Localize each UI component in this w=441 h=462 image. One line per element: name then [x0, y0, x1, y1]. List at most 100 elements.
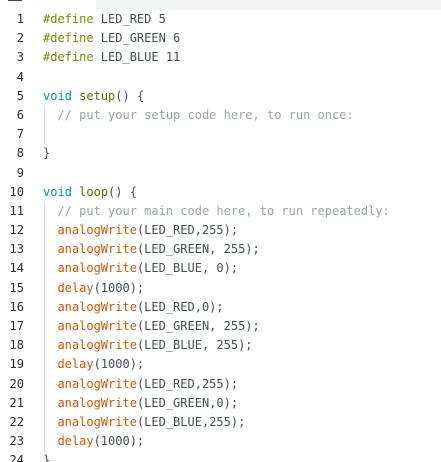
code-line[interactable]: 21 analogWrite(LED_GREEN,0); [0, 394, 441, 413]
code-text: analogWrite(LED_GREEN, 255); [43, 317, 260, 336]
line-number: 23 [9, 434, 24, 449]
code-token: analogWrite [57, 299, 137, 314]
code-line[interactable]: 9 [0, 164, 441, 183]
line-number: 14 [9, 261, 24, 276]
code-token: (LED_BLUE, 255); [136, 338, 253, 353]
code-token: delay [57, 434, 94, 449]
code-line[interactable]: 3#define LED_BLUE 11 [0, 48, 441, 67]
tab-indicator [8, 0, 22, 1]
line-number: 20 [9, 376, 24, 391]
code-token [43, 223, 57, 237]
line-number: 8 [16, 146, 24, 161]
code-line[interactable]: 6 // put your setup code here, to run on… [0, 106, 441, 125]
code-line[interactable]: 23 delay(1000); [0, 432, 441, 451]
code-token: LED_RED 5 [93, 12, 166, 26]
line-number: 4 [16, 69, 24, 84]
code-token: delay [57, 357, 94, 372]
code-text: } [43, 451, 50, 462]
code-line[interactable]: 24} [0, 451, 441, 462]
code-token: analogWrite [57, 414, 137, 429]
line-number: 22 [9, 414, 24, 429]
code-text: // put your main code here, to run repea… [43, 202, 389, 221]
line-number: 18 [9, 338, 24, 353]
code-line[interactable]: 18 analogWrite(LED_BLUE, 255); [0, 336, 441, 355]
code-token: () { [108, 184, 137, 199]
line-number: 1 [16, 12, 24, 26]
line-number: 3 [16, 50, 24, 65]
code-token: analogWrite [57, 338, 137, 353]
code-token [43, 434, 57, 448]
code-token: (LED_BLUE, 0); [136, 261, 239, 276]
code-line[interactable]: 19 delay(1000); [0, 355, 441, 374]
line-number: 7 [16, 127, 24, 142]
indent-guide [44, 106, 45, 145]
code-token: (1000); [93, 280, 145, 295]
editor-tab-strip [0, 0, 441, 10]
line-number: 16 [9, 299, 24, 314]
code-line[interactable]: 17 analogWrite(LED_GREEN, 255); [0, 317, 441, 336]
line-number: 17 [9, 319, 24, 333]
line-number: 12 [9, 223, 24, 238]
indent-guide [44, 202, 45, 452]
code-line[interactable]: 7 [0, 125, 441, 144]
code-token: } [43, 453, 51, 462]
code-token: (LED_BLUE,255); [136, 414, 246, 429]
code-token: (LED_GREEN, 255); [136, 242, 260, 257]
line-number: 10 [9, 184, 24, 199]
code-line[interactable]: 13 analogWrite(LED_GREEN, 255); [0, 240, 441, 259]
code-token [43, 357, 57, 371]
code-line[interactable]: 11 // put your main code here, to run re… [0, 202, 441, 221]
line-number: 2 [16, 31, 24, 46]
line-number: 21 [9, 395, 24, 410]
code-line[interactable]: 8} [0, 144, 441, 163]
code-text: analogWrite(LED_RED,255); [43, 221, 238, 240]
code-token [43, 261, 57, 275]
line-number: 6 [16, 107, 24, 122]
code-line[interactable]: 22 analogWrite(LED_BLUE,255); [0, 413, 441, 432]
code-token: (1000); [93, 434, 145, 449]
code-token: void [43, 88, 72, 103]
code-line[interactable]: 15 delay(1000); [0, 279, 441, 298]
code-line[interactable]: 20 analogWrite(LED_RED,255); [0, 375, 441, 394]
code-text: #define LED_GREEN 6 [43, 29, 180, 48]
code-line[interactable]: 14 analogWrite(LED_BLUE, 0); [0, 259, 441, 278]
code-line[interactable]: 2 #define LED_GREEN 6 [0, 29, 441, 48]
code-text: analogWrite(LED_BLUE, 255); [43, 336, 253, 355]
code-token [43, 338, 57, 352]
line-number: 15 [9, 280, 24, 295]
code-token: #define [43, 31, 94, 46]
code-line[interactable]: 4 [0, 68, 441, 87]
code-token: setup [79, 88, 116, 103]
code-token [43, 415, 57, 429]
code-text: #define LED_RED 5 [43, 10, 166, 29]
code-token: analogWrite [57, 376, 137, 391]
code-token: #define [43, 12, 94, 26]
line-number: 9 [16, 165, 24, 180]
code-line[interactable]: 1 #define LED_RED 5 [0, 10, 441, 29]
code-token [43, 281, 57, 295]
code-line[interactable]: 12 analogWrite(LED_RED,255); [0, 221, 441, 240]
code-token: (LED_GREEN, 255); [136, 319, 260, 333]
code-token: analogWrite [57, 319, 137, 333]
line-number: 24 [9, 453, 24, 462]
code-text: void setup() { [43, 87, 144, 106]
code-token: analogWrite [57, 395, 137, 410]
code-token: loop [79, 184, 109, 199]
code-token: (LED_GREEN,0); [136, 395, 239, 410]
code-token: (LED_RED,255); [136, 376, 239, 391]
code-line[interactable]: 16 analogWrite(LED_RED,0); [0, 298, 441, 317]
code-token: () { [115, 88, 145, 103]
code-text: delay(1000); [43, 355, 144, 374]
code-token: (LED_RED,0); [136, 299, 224, 314]
code-text: analogWrite(LED_BLUE, 0); [43, 259, 238, 278]
code-token: LED_BLUE 11 [93, 50, 181, 65]
code-token [43, 300, 57, 314]
code-token [43, 396, 57, 410]
line-number: 13 [9, 242, 24, 257]
code-token: } [43, 146, 51, 161]
active-tab[interactable] [0, 0, 96, 10]
